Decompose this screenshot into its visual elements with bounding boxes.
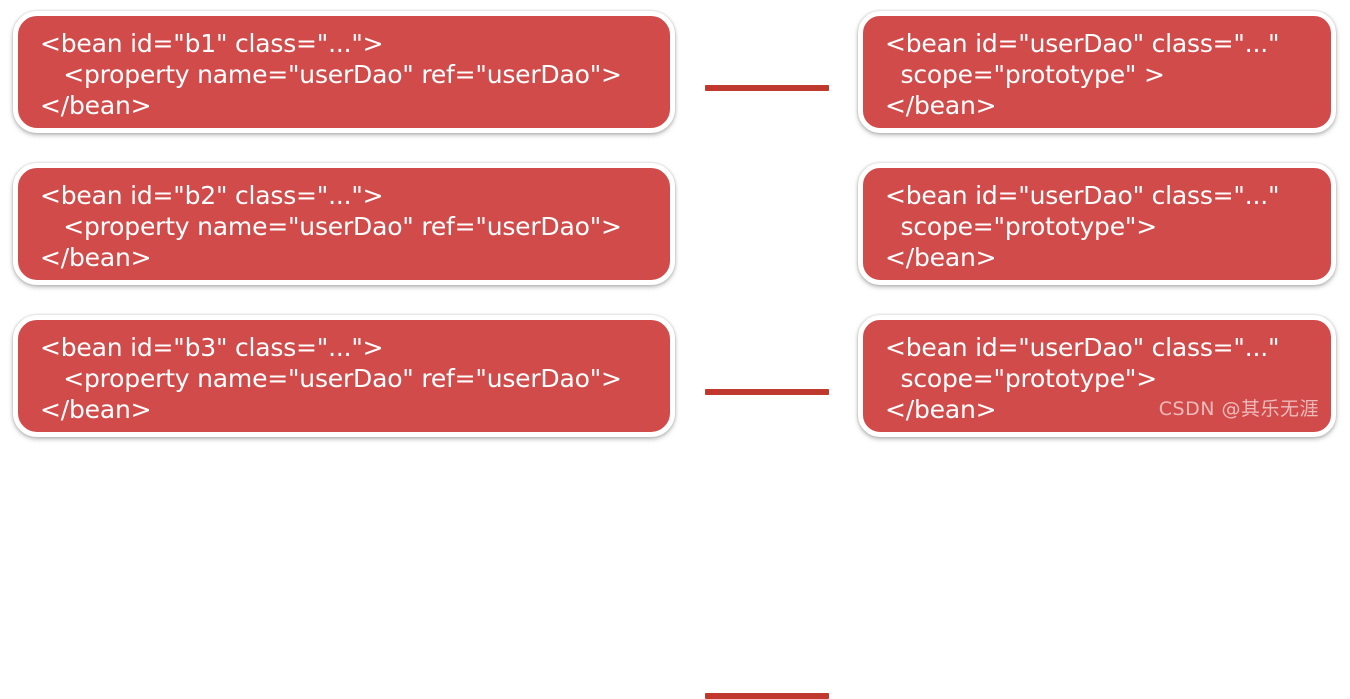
- code-line: <property name="userDao" ref="userDao">: [40, 60, 622, 89]
- code-line: scope="prototype">: [885, 212, 1157, 241]
- diagram-row: <bean id="b2" class="..."> <property nam…: [0, 163, 1350, 395]
- connector-line: [705, 389, 829, 395]
- code-line: </bean>: [885, 395, 997, 424]
- code-line: <bean id="b2" class="...">: [40, 181, 384, 210]
- code-line: <bean id="b3" class="...">: [40, 333, 384, 362]
- code-line: <bean id="b1" class="...">: [40, 29, 384, 58]
- code-line: scope="prototype" >: [885, 60, 1165, 89]
- bean-definition-box-left[interactable]: <bean id="b3" class="..."> <property nam…: [13, 315, 675, 437]
- code-line: </bean>: [40, 91, 152, 120]
- bean-definition-box-right[interactable]: <bean id="userDao" class="..." scope="pr…: [858, 11, 1336, 133]
- diagram-canvas: <bean id="b1" class="..."> <property nam…: [0, 11, 1350, 699]
- bean-definition-box-right[interactable]: <bean id="userDao" class="..." scope="pr…: [858, 163, 1336, 285]
- code-line: </bean>: [885, 243, 997, 272]
- code-line: </bean>: [40, 395, 152, 424]
- code-line: <bean id="userDao" class="...": [885, 333, 1280, 362]
- code-line: <bean id="userDao" class="...": [885, 29, 1280, 58]
- connector-line: [705, 693, 829, 699]
- code-line: <property name="userDao" ref="userDao">: [40, 212, 622, 241]
- connector-line: [705, 85, 829, 91]
- bean-definition-box-right[interactable]: <bean id="userDao" class="..." scope="pr…: [858, 315, 1336, 437]
- code-line: </bean>: [885, 91, 997, 120]
- code-line: </bean>: [40, 243, 152, 272]
- code-line: scope="prototype">: [885, 364, 1157, 393]
- bean-definition-box-left[interactable]: <bean id="b2" class="..."> <property nam…: [13, 163, 675, 285]
- diagram-row: <bean id="b1" class="..."> <property nam…: [0, 11, 1350, 133]
- code-line: <property name="userDao" ref="userDao">: [40, 364, 622, 393]
- bean-definition-box-left[interactable]: <bean id="b1" class="..."> <property nam…: [13, 11, 675, 133]
- diagram-row: <bean id="b3" class="..."> <property nam…: [0, 315, 1350, 699]
- code-line: <bean id="userDao" class="...": [885, 181, 1280, 210]
